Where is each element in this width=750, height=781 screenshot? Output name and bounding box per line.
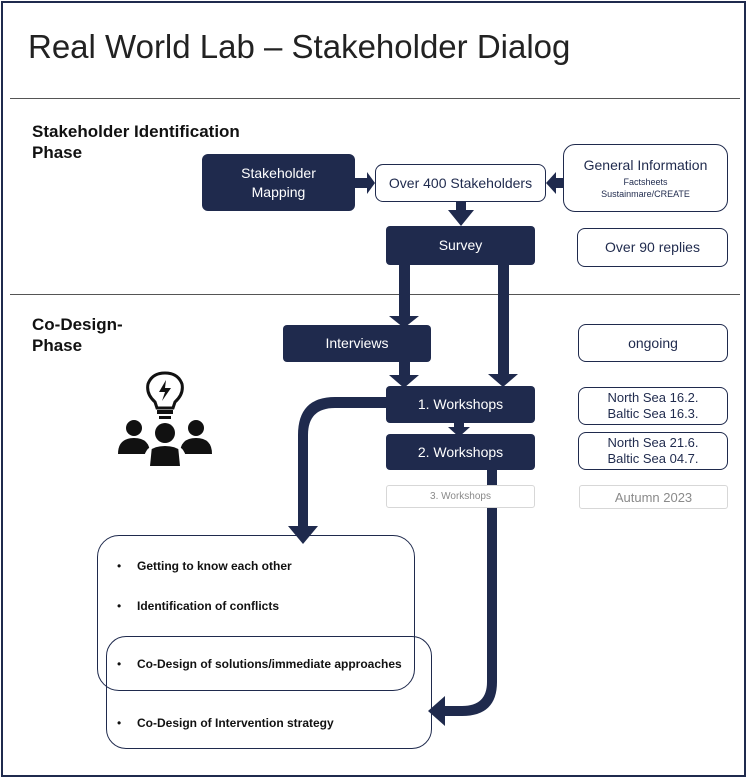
phase-identification-line1: Stakeholder Identification <box>32 122 240 141</box>
people-idea-icon <box>110 370 220 470</box>
phase-codesign-line2: Phase <box>32 336 83 355</box>
phase-codesign-label: Co-Design- Phase <box>32 314 123 356</box>
general-information-title: General Information <box>583 156 708 173</box>
bullet: • <box>117 716 122 730</box>
divider-middle <box>10 294 740 295</box>
divider-top <box>10 98 740 99</box>
phase-identification-label: Stakeholder Identification Phase <box>32 121 240 163</box>
list-item-text: Getting to know each other <box>137 559 292 573</box>
arrow-workshop2-to-list <box>428 470 497 726</box>
list-item-text: Identification of conflicts <box>137 599 280 613</box>
workshop-2-box: 2. Workshops <box>386 434 535 470</box>
over-400-stakeholders-box: Over 400 Stakeholders <box>375 164 546 202</box>
workshop-1-dates-box: North Sea 16.2. Baltic Sea 16.3. <box>578 387 728 425</box>
general-information-box: General Information Factsheets Sustainma… <box>563 144 728 212</box>
workshop-3-label: 3. Workshops <box>430 491 491 502</box>
general-information-factsheets: Factsheets <box>623 176 668 187</box>
general-information-sustainmare: Sustainmare/CREATE <box>601 188 690 199</box>
list-item-codesign-solutions: • Co-Design of solutions/immediate approa… <box>117 657 402 671</box>
workshop-1-north-sea-date: North Sea 16.2. <box>607 390 699 405</box>
list-box-upper <box>97 535 415 691</box>
arrow-over400-to-survey <box>448 202 474 226</box>
stakeholder-mapping-line1: Stakeholder <box>241 164 316 181</box>
workshop-2-baltic-sea-date: Baltic Sea 04.7. <box>607 451 699 466</box>
workshop-2-dates-box: North Sea 21.6. Baltic Sea 04.7. <box>578 432 728 470</box>
list-item-text: Co-Design of solutions/immediate approac… <box>137 657 402 671</box>
ongoing-box: ongoing <box>578 324 728 362</box>
workshop-2-label: 2. Workshops <box>417 443 504 460</box>
bullet: • <box>117 657 122 671</box>
arrow-workshop1-to-list <box>288 397 389 544</box>
arrow-mapping-to-over400 <box>355 172 375 194</box>
phase-identification-line2: Phase <box>32 143 83 162</box>
autumn-2023-box: Autumn 2023 <box>579 485 728 509</box>
arrow-workshop1-to-workshop2 <box>448 423 470 437</box>
list-item-text: Co-Design of Intervention strategy <box>137 716 334 730</box>
workshop-1-baltic-sea-date: Baltic Sea 16.3. <box>607 406 699 421</box>
ongoing-label: ongoing <box>628 334 678 351</box>
list-box-lower <box>106 636 432 749</box>
stakeholder-mapping-box: Stakeholder Mapping <box>202 154 355 211</box>
arrow-interviews-to-workshop1 <box>389 362 419 388</box>
list-item-getting-to-know: • Getting to know each other <box>117 559 292 573</box>
workshop-2-north-sea-date: North Sea 21.6. <box>607 435 699 450</box>
arrow-survey-to-interviews <box>389 265 419 328</box>
list-item-codesign-intervention: • Co-Design of Intervention strategy <box>117 716 334 730</box>
over-90-replies-box: Over 90 replies <box>577 228 728 267</box>
stakeholder-mapping-line2: Mapping <box>251 183 306 200</box>
autumn-2023-label: Autumn 2023 <box>614 489 693 505</box>
arrow-general-to-over400 <box>546 172 563 194</box>
survey-box: Survey <box>386 226 535 265</box>
workshop-1-box: 1. Workshops <box>386 386 535 423</box>
arrow-survey-to-workshop1 <box>488 265 518 387</box>
interviews-label: Interviews <box>325 335 389 351</box>
workshop-3-box: 3. Workshops <box>386 485 535 508</box>
interviews-box: Interviews <box>283 325 431 362</box>
page-title: Real World Lab – Stakeholder Dialog <box>28 28 571 65</box>
bullet: • <box>117 559 122 573</box>
bullet: • <box>117 599 122 613</box>
list-item-identification-conflicts: • Identification of conflicts <box>117 599 279 613</box>
survey-label: Survey <box>438 237 483 253</box>
over-400-label: Over 400 Stakeholders <box>388 174 533 191</box>
phase-codesign-line1: Co-Design- <box>32 315 123 334</box>
over-90-label: Over 90 replies <box>605 239 700 255</box>
workshop-1-label: 1. Workshops <box>417 396 504 412</box>
